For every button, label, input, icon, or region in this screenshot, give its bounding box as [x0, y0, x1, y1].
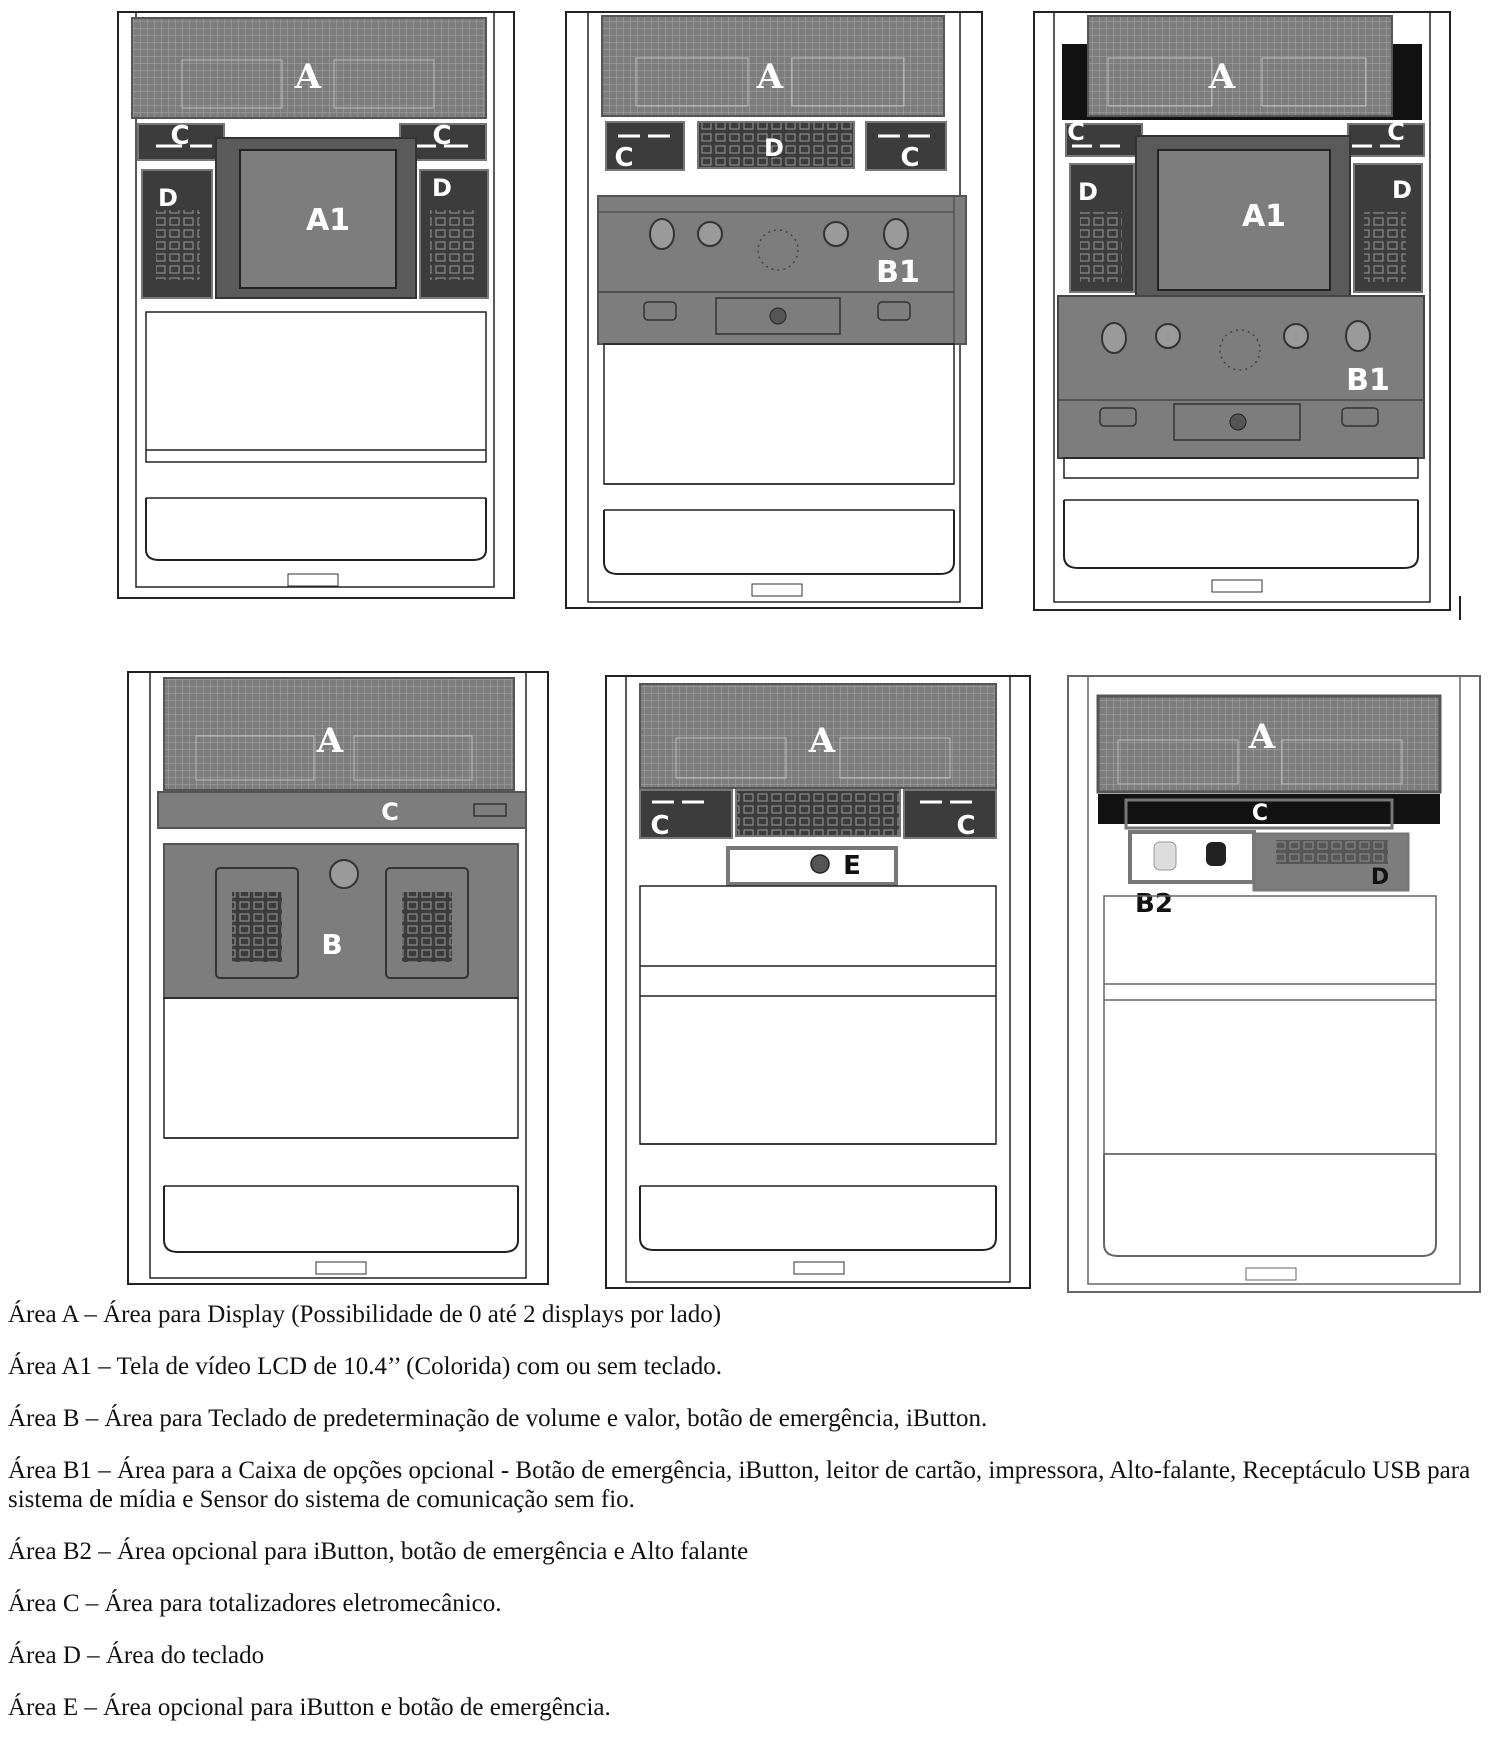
zone-c-left [1065, 123, 1143, 157]
zone-c-right [1347, 123, 1425, 157]
logo-badge [1245, 1267, 1297, 1281]
zone-label: C [381, 798, 399, 826]
zone-c-right [865, 121, 947, 171]
zone-label: A [316, 721, 344, 761]
dispenser-panels-figure: A C C D D A1 A C D C [117, 11, 1481, 1293]
legend-item-a: Área A – Área para Display (Possibilidad… [8, 1301, 722, 1328]
zone-d [697, 121, 855, 169]
zone-a [1087, 15, 1393, 117]
zone-label: A [1248, 717, 1276, 757]
logo-badge [287, 573, 339, 587]
logo-badge [793, 1261, 845, 1275]
zone-a [131, 17, 487, 119]
zone-label: D [158, 184, 178, 212]
zone-label: D [1371, 865, 1389, 890]
zone-c [1124, 798, 1394, 830]
zone-c-left [639, 789, 733, 839]
legend-item-b1: Área B1 – Área para a Caixa de opções op… [8, 1457, 1471, 1513]
zone-c-left [605, 121, 685, 171]
zone-label: C [1387, 118, 1405, 146]
legend-item-b2: Área B2 – Área opcional para iButton, bo… [8, 1538, 749, 1565]
logo-badge [751, 583, 803, 597]
zone-label: C [956, 811, 975, 841]
panel-2: A C D C B1 [565, 11, 983, 609]
zone-label: A [1208, 57, 1236, 97]
zone-d [735, 789, 901, 837]
legend-item-e: Área E – Área opcional para iButton e bo… [8, 1694, 611, 1721]
logo-badge [1211, 579, 1263, 593]
zone-c [157, 791, 527, 829]
zone-label: C [900, 143, 919, 173]
zone-label: A [756, 57, 784, 97]
legend-item-c: Área C – Área para totalizadores eletrom… [8, 1590, 502, 1617]
zone-label: B1 [1346, 363, 1390, 398]
panel-6: A C B2 D [1067, 675, 1481, 1293]
zone-label: C [1067, 118, 1085, 146]
legend-item-b: Área B – Área para Teclado de predetermi… [8, 1405, 988, 1432]
zone-a [639, 683, 997, 789]
zone-a1-label: A1 [1242, 199, 1286, 234]
zone-label: C [650, 811, 669, 841]
zone-a1-label: A1 [306, 203, 350, 238]
zone-label: B [321, 928, 342, 961]
zone-label: B1 [876, 255, 920, 290]
legend-item-d: Área D – Área do teclado [8, 1642, 265, 1669]
legend-item-a1: Área A1 – Tela de vídeo LCD de 10.4’’ (C… [8, 1353, 723, 1380]
area-legend: Área A – Área para Display (Possibilidad… [8, 1300, 1498, 1745]
panel-5: A C C E [605, 675, 1031, 1289]
zone-a [601, 15, 945, 117]
zone-label: C [432, 121, 451, 151]
logo-badge [315, 1261, 367, 1275]
zone-label: D [1392, 176, 1412, 204]
zone-a [1096, 694, 1442, 794]
zone-a-label: A [294, 57, 322, 97]
panel-1: A C C D D A1 [117, 11, 515, 599]
zone-label: D [432, 174, 452, 202]
zone-b2 [1128, 830, 1256, 884]
zone-label: C [614, 143, 633, 173]
zone-label: D [1078, 178, 1098, 206]
zone-label: B2 [1135, 889, 1173, 919]
zone-c-left [137, 123, 225, 161]
zone-label: A [808, 721, 836, 761]
zone-label: E [843, 851, 861, 881]
zone-label: C [1252, 801, 1268, 826]
zone-a [163, 677, 515, 791]
panel-3: A C C D D A1 B1 [1033, 11, 1461, 620]
zone-label: D [764, 134, 784, 162]
panel-4: A C B [127, 671, 549, 1285]
zone-label: C [170, 121, 189, 151]
zone-c-right [903, 789, 997, 839]
